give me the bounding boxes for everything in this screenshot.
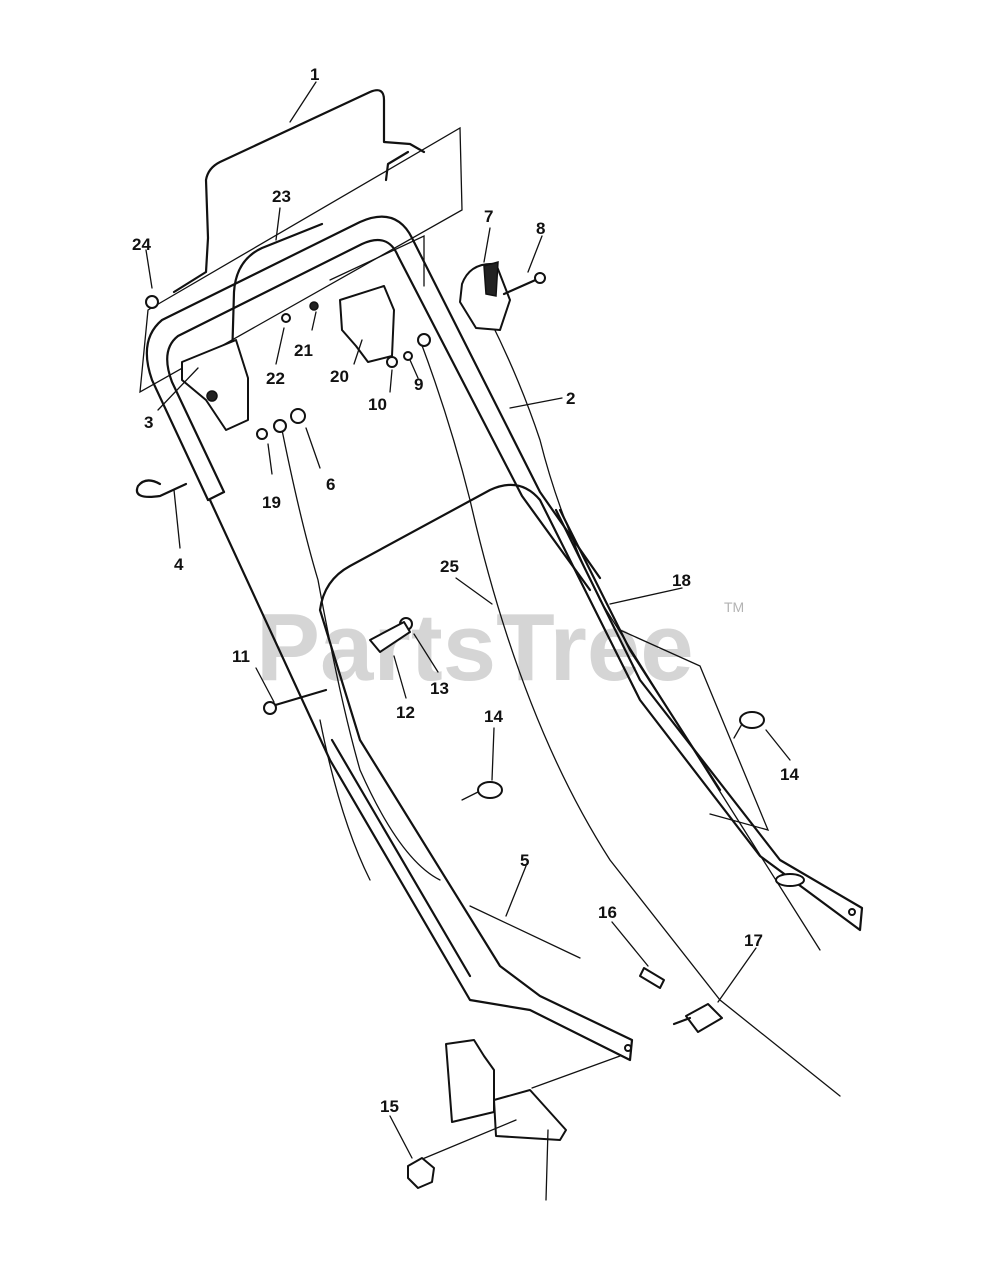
part-20-block	[339, 285, 395, 363]
callout-15: 15	[380, 1097, 399, 1116]
callout-16: 16	[598, 903, 617, 922]
cables	[279, 319, 841, 1097]
part-11-bolt	[263, 688, 328, 715]
callout-2: 2	[566, 389, 575, 408]
callout-1: 1	[310, 65, 319, 84]
part-3-bracket	[181, 339, 249, 431]
part-12-clamp	[369, 621, 411, 653]
callout-21: 21	[294, 341, 313, 360]
part-15-nut	[407, 1157, 435, 1189]
guide-box-lower	[619, 629, 770, 831]
callout-4: 4	[174, 555, 184, 574]
lower-handle	[208, 483, 864, 1062]
part-14-clip-b	[733, 711, 765, 739]
base-bracket	[419, 1039, 621, 1201]
part-8-bolt	[502, 272, 546, 296]
guide-box-upper	[139, 126, 463, 394]
leaders	[145, 81, 791, 1159]
upper-handle	[145, 215, 602, 592]
callout-10: 10	[368, 395, 387, 414]
callout-22: 22	[266, 369, 285, 388]
callout-9: 9	[414, 375, 423, 394]
callout-13: 13	[430, 679, 449, 698]
callout-12: 12	[396, 703, 415, 722]
part-7-throttle	[459, 260, 511, 331]
callout-14-b: 14	[780, 765, 799, 784]
callout-7: 7	[484, 207, 493, 226]
part-16-clip	[639, 967, 665, 989]
callout-25: 25	[440, 557, 459, 576]
callout-14-a: 14	[484, 707, 503, 726]
control-bail	[172, 89, 426, 294]
callout-5: 5	[520, 851, 529, 870]
callout-17: 17	[744, 931, 763, 950]
callout-20: 20	[330, 367, 349, 386]
callout-24: 24	[132, 235, 151, 254]
callout-3: 3	[144, 413, 153, 432]
rod-23	[230, 222, 324, 362]
callout-18: 18	[672, 571, 691, 590]
watermark: PartsTree	[256, 594, 694, 701]
callout-19: 19	[262, 493, 281, 512]
callout-8: 8	[536, 219, 545, 238]
callout-23: 23	[272, 187, 291, 206]
callout-labels: 1 2 3 4 5 6 7 8 9 10 11 12 13 14 14 15 1…	[132, 65, 799, 1116]
part-4-hook	[135, 479, 188, 498]
watermark-trademark: TM	[724, 599, 744, 615]
part-14-clip-a	[461, 781, 503, 801]
callout-11: 11	[232, 647, 250, 666]
part-17-fitting	[672, 1003, 723, 1033]
callout-6: 6	[326, 475, 335, 494]
